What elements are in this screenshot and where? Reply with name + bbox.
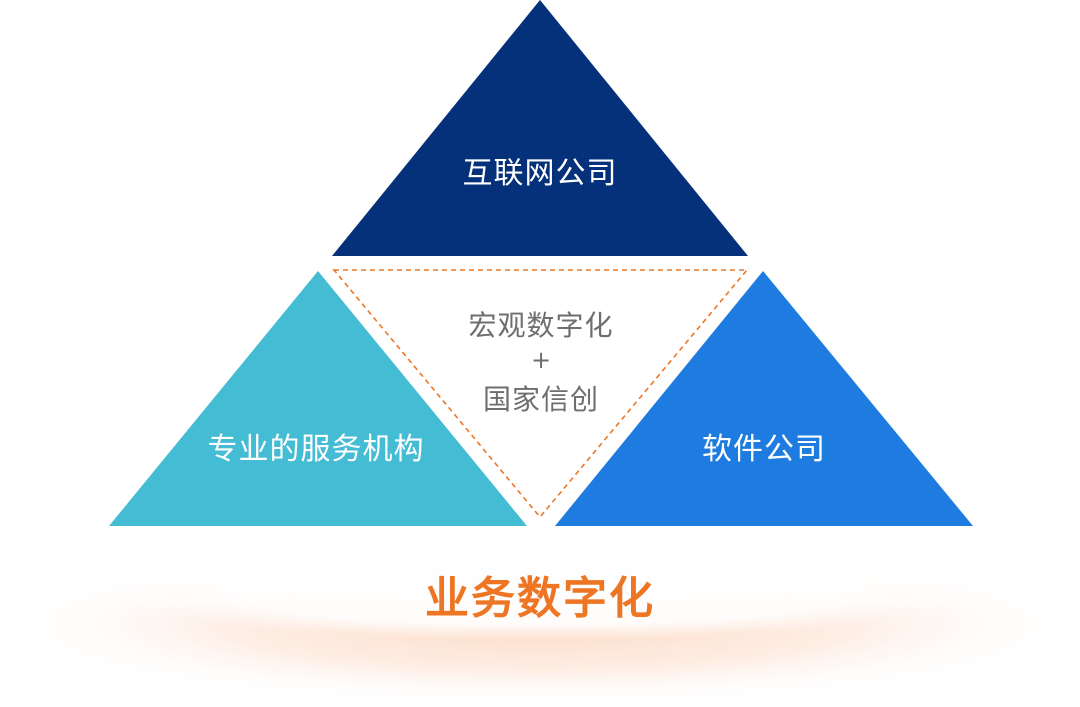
center-label-line1: 宏观数字化 (468, 309, 614, 342)
foundation-label: 业务数字化 (425, 573, 655, 624)
right-triangle (555, 271, 973, 526)
right-triangle-label: 软件公司 (702, 432, 826, 467)
center-plus-sign: + (530, 346, 552, 374)
left-triangle (109, 271, 527, 526)
center-label-line2: 国家信创 (482, 383, 600, 416)
foundation-glow-inner (100, 550, 980, 650)
top-triangle-label: 互联网公司 (462, 156, 618, 191)
top-triangle (332, 0, 748, 256)
left-triangle-label: 专业的服务机构 (207, 432, 425, 467)
